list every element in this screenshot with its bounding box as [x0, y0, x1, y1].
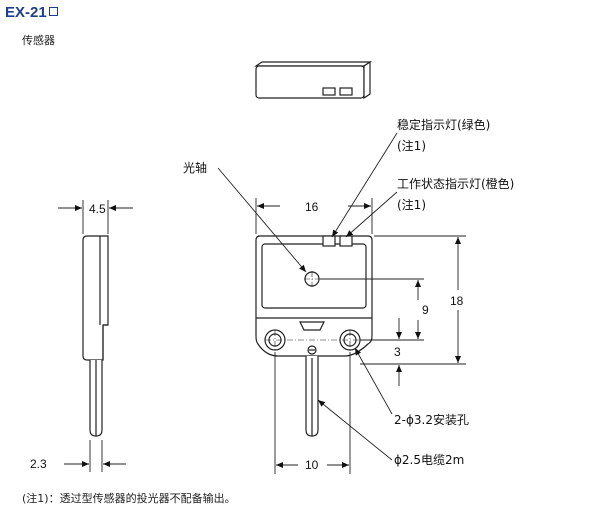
dim-axis-height: 9: [422, 303, 429, 317]
sensor-front-view: [255, 235, 373, 437]
dim-cable-side: 2.3: [30, 457, 47, 471]
sensor-top-view: [254, 60, 372, 100]
label-cable: ϕ2.5电缆2m: [394, 453, 464, 467]
label-stable-note: (注1): [397, 138, 426, 153]
page-subtitle: 传感器: [22, 34, 55, 47]
dim-thickness: 4.5: [89, 202, 106, 216]
dim-cable-pitch: 10: [305, 458, 319, 472]
label-mount-holes: 2-ϕ3.2安装孔: [394, 412, 469, 427]
footnote: (注1)：透过型传感器的投光器不配备输出。: [22, 492, 236, 505]
page-title: EX-21: [5, 4, 58, 21]
label-stable-indicator: 稳定指示灯(绿色): [397, 117, 490, 132]
model-suffix-box: [48, 7, 58, 16]
sensor-side-view: [82, 235, 109, 437]
dim-height: 18: [450, 294, 464, 308]
label-operation-note: (注1): [397, 197, 426, 212]
dim-width: 16: [305, 200, 319, 214]
dim-hole-offset: 3: [394, 345, 401, 359]
label-optical-axis: 光轴: [183, 160, 207, 175]
label-operation-indicator: 工作状态指示灯(橙色): [397, 176, 514, 191]
